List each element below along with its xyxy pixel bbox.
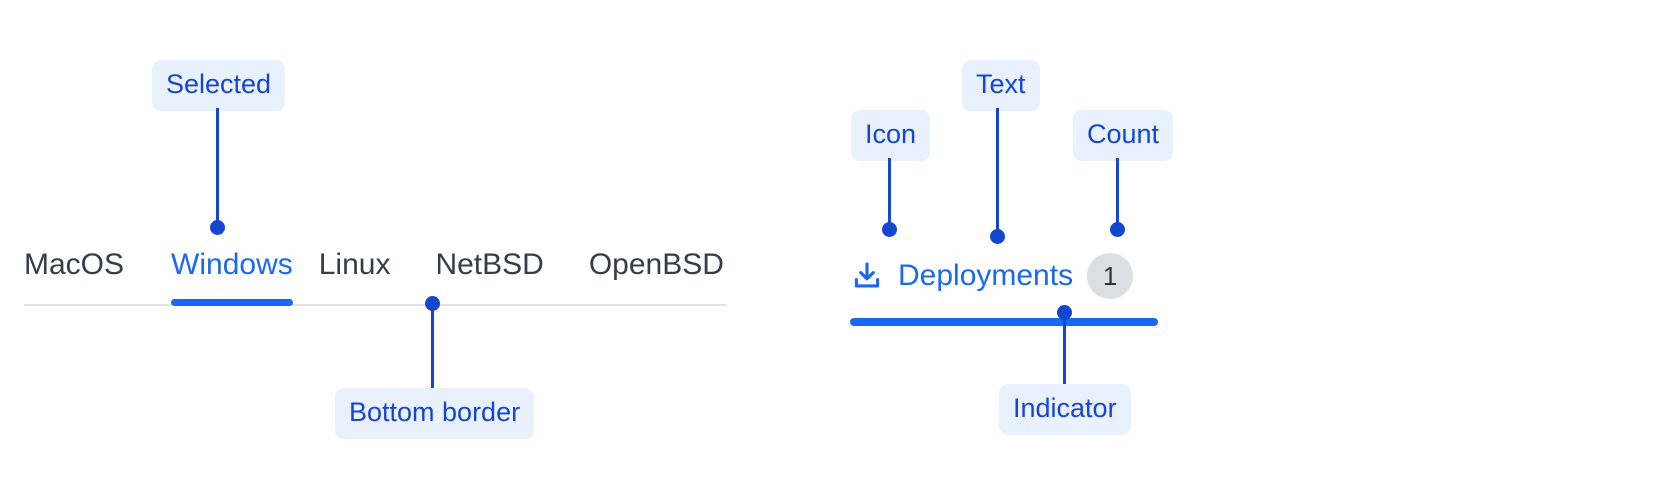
download-icon: [850, 259, 884, 293]
tab-label: OpenBSD: [588, 248, 724, 281]
tab-selected-underline: [171, 299, 293, 306]
tab-active-indicator: [850, 318, 1158, 326]
callout-dot-icon: [882, 222, 897, 237]
tab-label: Deployments: [898, 259, 1074, 292]
callout-dot-text: [990, 229, 1005, 244]
tab-strip-bottom-border: [24, 304, 726, 306]
tab-windows[interactable]: Windows: [171, 250, 293, 306]
callout-label-bottom-border: Bottom border: [335, 388, 535, 439]
callout-label-icon: Icon: [851, 110, 931, 161]
callout-label-count: Count: [1073, 110, 1174, 161]
callout-line-text: [996, 108, 999, 236]
tab-count-badge: 1: [1087, 253, 1134, 299]
callout-label-text: Text: [962, 60, 1040, 111]
tab-netbsd[interactable]: NetBSD: [435, 250, 543, 306]
callout-line-indicator: [1063, 312, 1066, 384]
tab-openbsd[interactable]: OpenBSD: [589, 250, 724, 306]
callout-dot-selected: [210, 220, 225, 235]
tab-strip: MacOS Windows Linux NetBSD OpenBSD: [24, 250, 726, 306]
tab-label: NetBSD: [435, 248, 544, 281]
callout-label-indicator: Indicator: [999, 384, 1131, 435]
tab-macos[interactable]: MacOS: [24, 250, 124, 306]
callout-dot-count: [1110, 222, 1125, 237]
tab-label: Windows: [171, 248, 293, 281]
callout-line-bottom-border: [431, 303, 434, 388]
callout-line-selected: [216, 108, 219, 226]
tab-label: MacOS: [24, 248, 125, 281]
callout-line-icon: [888, 158, 891, 228]
callout-label-selected: Selected: [152, 60, 286, 111]
tab-linux[interactable]: Linux: [319, 250, 391, 306]
tab-label: Linux: [318, 248, 391, 281]
tab-deployments[interactable]: Deployments 1: [850, 248, 1158, 326]
callout-line-count: [1116, 158, 1119, 228]
